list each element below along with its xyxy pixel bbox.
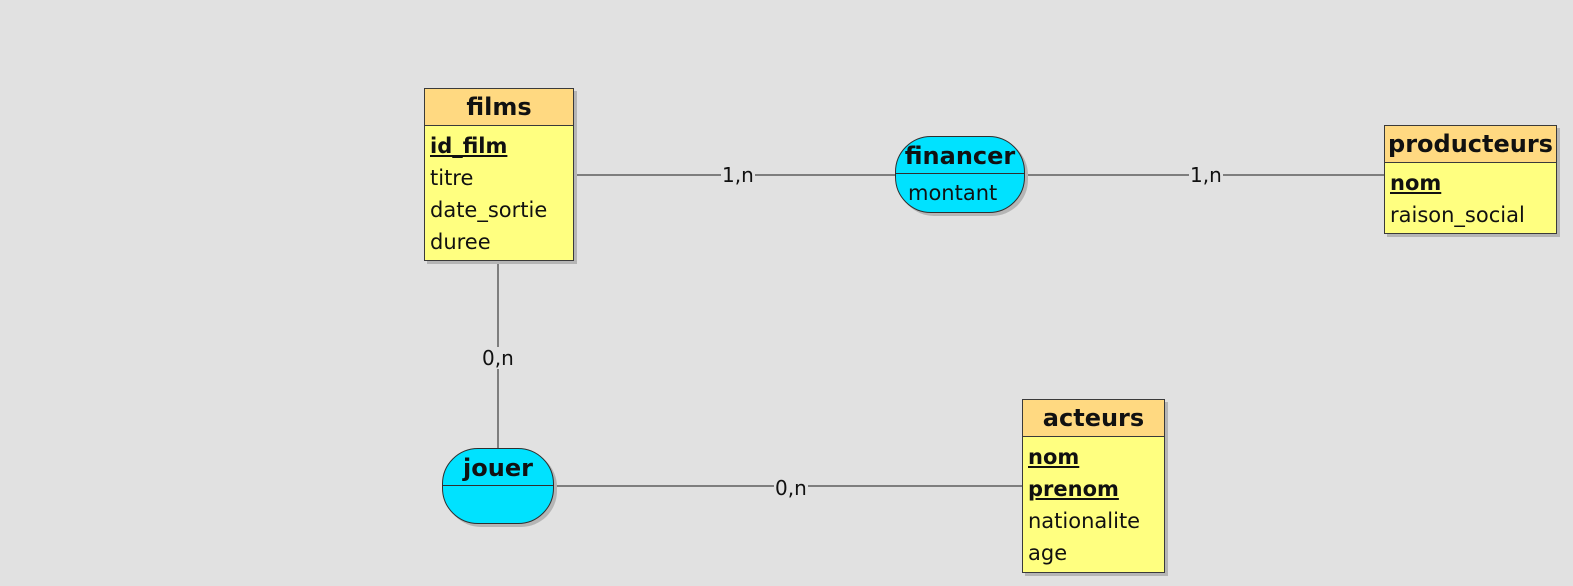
entity-acteurs[interactable]: acteurs nom prenom nationalite age xyxy=(1022,399,1165,573)
cardinality-jouer-acteurs: 0,n xyxy=(774,476,808,500)
attribute-date-sortie: date_sortie xyxy=(430,198,548,222)
entity-acteurs-attributes: nom prenom nationalite age xyxy=(1023,437,1164,571)
attribute-id-film: id_film xyxy=(430,134,508,158)
entity-films-title: films xyxy=(425,89,573,126)
attribute-prenom: prenom xyxy=(1028,477,1119,501)
association-jouer-title: jouer xyxy=(443,449,553,486)
association-jouer[interactable]: jouer xyxy=(442,448,554,524)
entity-films-attributes: id_film titre date_sortie duree xyxy=(425,126,573,260)
attribute-montant: montant xyxy=(908,181,998,205)
cardinality-films-jouer: 0,n xyxy=(481,346,515,370)
entity-acteurs-title: acteurs xyxy=(1023,400,1164,437)
association-financer-title: financer xyxy=(896,137,1024,174)
entity-producteurs-title: producteurs xyxy=(1385,126,1556,163)
cardinality-films-financer: 1,n xyxy=(721,163,755,187)
association-financer[interactable]: financer montant xyxy=(895,136,1025,213)
attribute-titre: titre xyxy=(430,166,474,190)
entity-films[interactable]: films id_film titre date_sortie duree xyxy=(424,88,574,261)
attribute-nationalite: nationalite xyxy=(1028,509,1141,533)
attribute-nom: nom xyxy=(1028,445,1080,469)
attribute-raison-social: raison_social xyxy=(1390,203,1525,227)
cardinality-financer-producteurs: 1,n xyxy=(1189,163,1223,187)
entity-producteurs-attributes: nom raison_social xyxy=(1385,163,1556,233)
attribute-age: age xyxy=(1028,541,1068,565)
attribute-nom: nom xyxy=(1390,171,1442,195)
association-jouer-attributes xyxy=(443,486,553,488)
entity-producteurs[interactable]: producteurs nom raison_social xyxy=(1384,125,1557,234)
attribute-duree: duree xyxy=(430,230,491,254)
